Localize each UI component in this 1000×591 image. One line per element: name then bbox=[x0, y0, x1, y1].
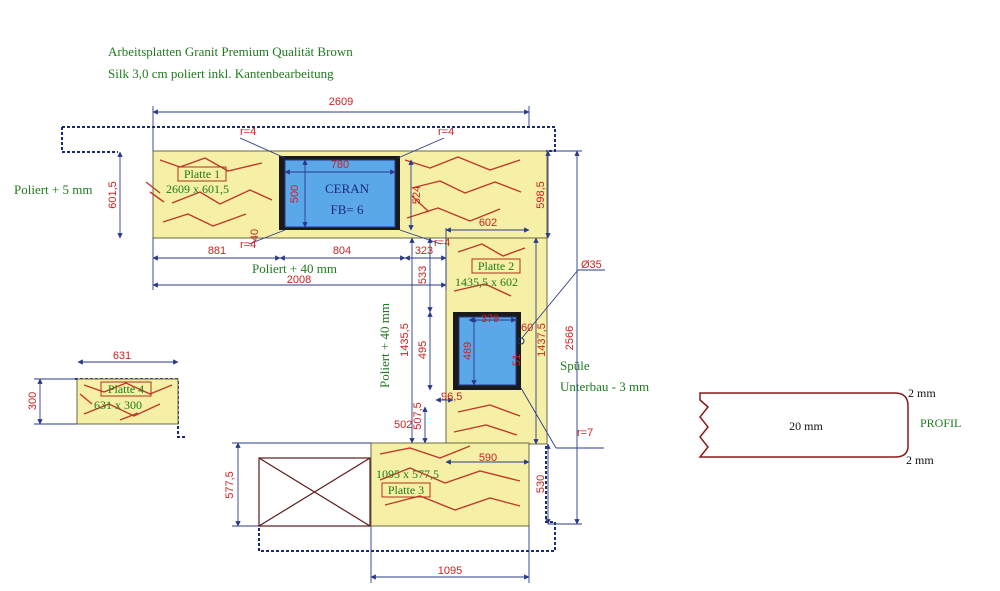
tap-hole bbox=[517, 337, 525, 345]
dim-cooktop-width: 780 bbox=[331, 159, 349, 171]
radius-top-right: r=4 bbox=[438, 126, 454, 138]
dim-right-top: 524 bbox=[411, 186, 423, 204]
granite-veins bbox=[79, 156, 526, 511]
plate-1-name: Platte 1 bbox=[184, 167, 220, 181]
dim-1435: 1435,5 bbox=[399, 323, 411, 357]
sink-label: Spüle bbox=[560, 358, 590, 373]
dim-598: 598,5 bbox=[535, 181, 547, 209]
dim-2008: 2008 bbox=[287, 274, 311, 286]
dim-323: 323 bbox=[415, 245, 433, 257]
cooktop-name: CERAN bbox=[325, 181, 370, 196]
note-bottom-polished: Poliert + 40 mm bbox=[252, 261, 337, 276]
plate-3-size: 1095 x 577,5 bbox=[376, 467, 439, 481]
plate-4-name: Platte 4 bbox=[108, 382, 144, 396]
dim-804: 804 bbox=[333, 245, 351, 257]
dim-40: 40 bbox=[249, 229, 261, 241]
radius-bottom-right: r=4 bbox=[434, 237, 450, 249]
note-left-polished: Poliert + 5 mm bbox=[14, 182, 92, 197]
plate-3-slab bbox=[370, 442, 530, 527]
dim-379: 379 bbox=[481, 313, 499, 325]
plate-2-name: Platte 2 bbox=[478, 259, 514, 273]
dim-top: 2609 bbox=[329, 96, 353, 108]
dim-60: 60 bbox=[521, 322, 533, 334]
dim-881: 881 bbox=[208, 245, 226, 257]
dim-96-5: 96,5 bbox=[441, 391, 462, 403]
dim-502: 502 bbox=[394, 419, 412, 431]
dim-577-5: 577,5 bbox=[224, 471, 236, 499]
radius-top-left: r=4 bbox=[240, 126, 256, 138]
header-line-1: Arbeitsplatten Granit Premium Qualität B… bbox=[108, 44, 353, 59]
dimension-lines bbox=[34, 106, 605, 583]
dimension-labels: 2609 780 500 601,5 524 881 804 323 2008 … bbox=[27, 96, 602, 577]
dim-cooktop-height: 500 bbox=[289, 185, 301, 203]
dim-489: 489 bbox=[462, 342, 474, 360]
profile-thickness: 20 mm bbox=[789, 419, 823, 433]
profile-top: 2 mm bbox=[908, 386, 936, 400]
plate-2-size: 1435,5 x 602 bbox=[455, 275, 518, 289]
profile-bottom: 2 mm bbox=[906, 453, 934, 467]
dim-530: 530 bbox=[535, 475, 547, 493]
tap-diameter: Ø35 bbox=[581, 259, 602, 271]
dim-1095: 1095 bbox=[438, 565, 462, 577]
dim-51: 51 bbox=[511, 354, 523, 366]
dim-533: 533 bbox=[417, 266, 429, 284]
dim-602: 602 bbox=[479, 217, 497, 229]
dim-590: 590 bbox=[479, 452, 497, 464]
plate-1-size: 2609 x 601,5 bbox=[166, 182, 229, 196]
note-vertical-polished: Poliert + 40 mm bbox=[377, 303, 392, 388]
profile-title: PROFIL bbox=[920, 416, 961, 430]
dim-2566: 2566 bbox=[564, 326, 576, 350]
sink-mount: Unterbau - 3 mm bbox=[560, 379, 649, 394]
dim-495: 495 bbox=[417, 341, 429, 359]
corner-cabinet-box bbox=[258, 457, 371, 527]
plate-4-size: 631 x 300 bbox=[94, 398, 142, 412]
plate-labels: Platte 1 2609 x 601,5 Platte 2 1435,5 x … bbox=[94, 166, 521, 498]
cooktop-fb: FB= 6 bbox=[331, 202, 364, 217]
edge-profile: 20 mm 2 mm 2 mm PROFIL bbox=[698, 386, 961, 467]
header-line-2: Silk 3,0 cm poliert inkl. Kantenbearbeit… bbox=[108, 66, 334, 81]
dim-631: 631 bbox=[113, 350, 131, 362]
dim-left-height: 601,5 bbox=[107, 181, 119, 209]
radius-bottom-left: r=4 bbox=[240, 239, 256, 251]
radius-sink: r=7 bbox=[577, 427, 593, 439]
dim-507-5: 507,5 bbox=[412, 402, 424, 430]
sink-cutout bbox=[453, 312, 525, 390]
plate-3-name: Platte 3 bbox=[388, 483, 424, 497]
dim-300: 300 bbox=[27, 392, 39, 410]
dim-1437: 1437,5 bbox=[536, 323, 548, 357]
